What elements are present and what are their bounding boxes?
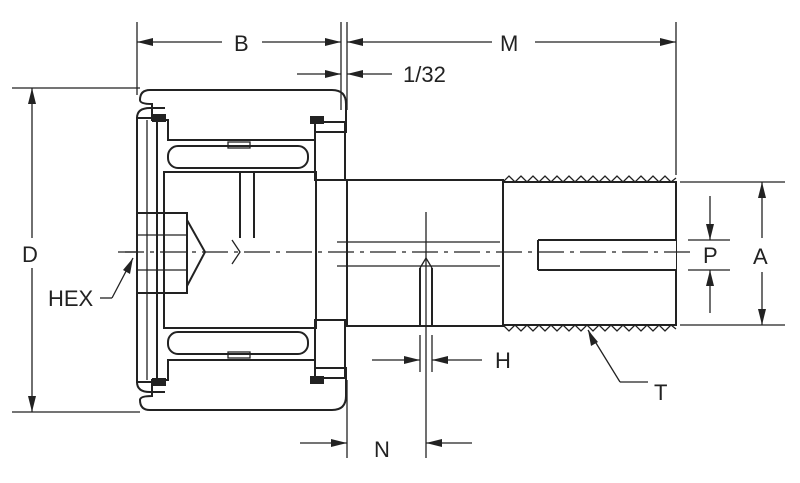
label-m: M [500, 31, 518, 56]
dimension-n: N [300, 437, 472, 462]
dimension-m: M [347, 31, 676, 56]
extension-lines [12, 22, 785, 458]
dimension-clearance: 1/32 [297, 62, 446, 87]
stud-head [163, 171, 317, 329]
dimension-h: H [372, 348, 511, 373]
thrust-washer [310, 116, 346, 384]
outer-ring [138, 89, 347, 411]
label-t: T [654, 380, 667, 405]
shank [337, 179, 504, 330]
dimension-d: D [22, 88, 38, 412]
label-hex: HEX [48, 286, 94, 311]
label-p: P [703, 243, 718, 268]
dimension-a: A [753, 182, 768, 325]
label-d: D [22, 242, 38, 267]
dimension-b: B [137, 31, 341, 56]
label-n: N [374, 437, 390, 462]
label-a: A [753, 244, 768, 269]
needle-rollers [167, 141, 309, 359]
left-flange [136, 107, 166, 393]
hex-leader: HEX [48, 257, 134, 311]
thread-leader: T [587, 329, 667, 405]
label-clearance: 1/32 [403, 62, 446, 87]
label-b: B [234, 31, 249, 56]
threaded-end [502, 175, 677, 332]
label-h: H [495, 348, 511, 373]
dimension-p: P [688, 196, 730, 313]
